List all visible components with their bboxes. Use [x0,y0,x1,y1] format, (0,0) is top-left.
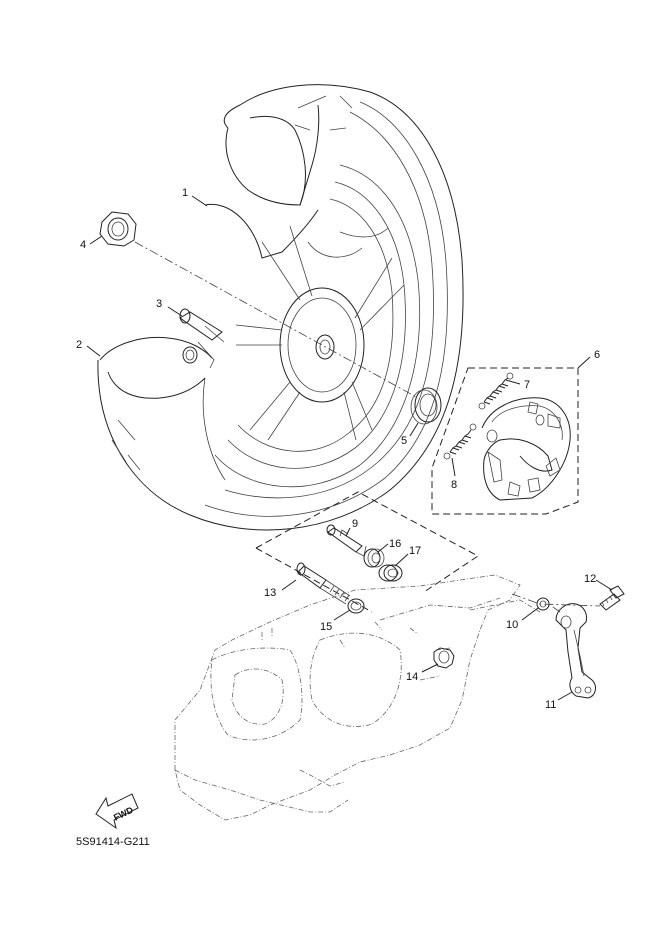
camshaft-lever-part [555,603,596,699]
callout-13: 13 [264,587,276,599]
rear-tire [97,84,464,531]
callout-16: 16 [389,538,401,550]
camshaft-group-frame [255,491,479,593]
callout-17: 17 [409,545,421,557]
axle-centerline [134,241,419,399]
spring-upper-part [478,372,514,410]
brake-camshaft-part [296,562,351,605]
callout-15: 15 [320,621,332,633]
engine-case-phantom [174,574,541,821]
callout-1: 1 [182,187,188,199]
axle-nut-part [99,211,137,247]
leader-lines [86,195,613,701]
callout-10: 10 [506,619,518,631]
callout-9: 9 [352,518,358,530]
shim-part [363,548,385,568]
callout-3: 3 [156,298,162,310]
group-leader-line [255,547,373,613]
callout-labels: 1 2 3 4 5 6 7 8 9 10 11 12 13 14 15 16 1… [76,187,600,711]
fwd-label: FWD [112,805,135,823]
callout-11: 11 [545,699,556,711]
bolt-part [599,585,625,611]
callout-7: 7 [524,379,530,391]
callout-8: 8 [451,479,457,491]
callout-5: 5 [401,435,407,447]
wheel-hub [235,225,405,441]
diagram-code: 5S91414-G211 [76,836,150,848]
fwd-arrow-icon: FWD [95,793,139,830]
nut-part [433,647,455,669]
spring-lower-part [443,423,477,460]
camshaft-part [326,524,367,557]
brake-shoe-set-frame [431,367,579,515]
collar-part [410,387,442,425]
callout-14: 14 [406,671,418,683]
arm-centerline [511,593,601,607]
callout-12: 12 [584,573,596,585]
callout-4: 4 [80,239,86,251]
callout-6: 6 [594,349,600,361]
callout-2: 2 [76,339,82,351]
valve-part [179,308,225,369]
arm-centerline-2 [545,601,561,613]
brake-shoe-part [481,397,571,501]
o-ring-part [347,598,365,614]
oil-seal-part [378,564,403,582]
